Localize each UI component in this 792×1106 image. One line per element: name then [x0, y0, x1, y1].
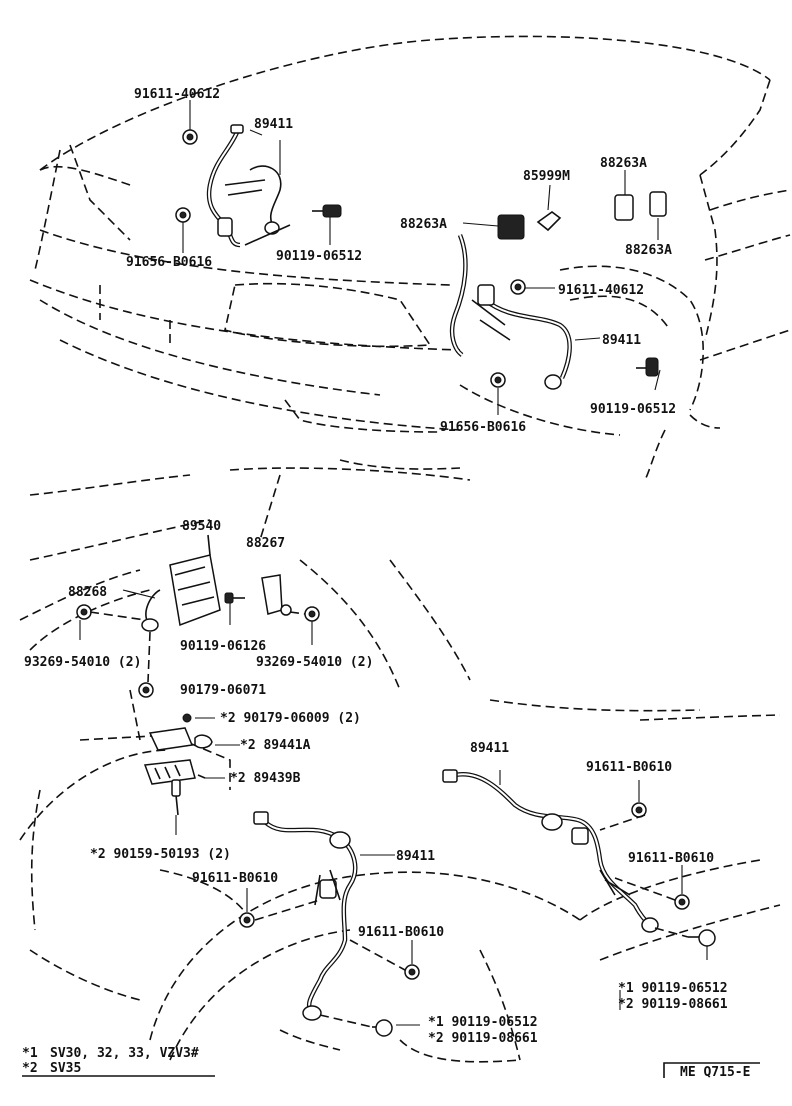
front-left-sensor-wire-assembly: [175, 124, 342, 248]
label-88267: 88267: [246, 536, 285, 551]
legend-text-2: SV35: [50, 1061, 81, 1076]
label-rear-91611-b0610-b: 91611-B0610: [628, 851, 714, 866]
rear-sensor-wire-assemblies: [239, 769, 716, 1037]
label-rear-89411-right: 89411: [470, 741, 509, 756]
ecu-area-leaders: [79, 589, 313, 835]
abs-computer-bracket-assembly: [76, 534, 320, 816]
rear-area-leaders: [246, 770, 708, 1028]
label-90159-50193: *2 90159-50193 (2): [90, 847, 231, 862]
label-89441a: *2 89441A: [240, 738, 311, 753]
legend-text-1: SV30, 32, 33, VZV3#: [50, 1046, 199, 1061]
label-top-91656-b0616: 91656-B0616: [126, 255, 212, 270]
legend-mark-2: *2: [22, 1061, 38, 1076]
label-right-91611-40612: 91611-40612: [558, 283, 644, 298]
vehicle-body-outline: [19, 35, 791, 1063]
label-90119-06126: 90119-06126: [180, 639, 266, 654]
label-top-90119-06512: 90119-06512: [276, 249, 362, 264]
label-93269-54010-right: 93269-54010 (2): [256, 655, 373, 670]
top-right-leaders: [462, 170, 661, 415]
label-rear-mid-bolt-s2: *2 90119-08661: [428, 1031, 538, 1046]
label-88263a-right: 88263A: [625, 243, 672, 258]
diagram-id: ME Q715-E: [680, 1065, 750, 1080]
label-top-91611-40612: 91611-40612: [134, 87, 220, 102]
label-rear-89411-left: 89411: [396, 849, 435, 864]
label-88263a-left: 88263A: [400, 217, 447, 232]
label-88263a-top: 88263A: [600, 156, 647, 171]
label-rear-91611-b0610-a: 91611-B0610: [586, 760, 672, 775]
label-rear-mid-bolt-s1: *1 90119-06512: [428, 1015, 538, 1030]
front-right-sensor-wire-assembly: [449, 191, 667, 390]
label-right-90119-06512: 90119-06512: [590, 402, 676, 417]
label-rear-91611-b0610-d: 91611-B0610: [358, 925, 444, 940]
label-right-89411: 89411: [602, 333, 641, 348]
label-top-89411: 89411: [254, 117, 293, 132]
label-right-91656-b0616: 91656-B0616: [440, 420, 526, 435]
part-number-labels: 91611-40612 89411 91656-B0616 90119-0651…: [22, 87, 750, 1080]
label-90179-06071: 90179-06071: [180, 683, 266, 698]
label-rear-91611-b0610-c: 91611-B0610: [192, 871, 278, 886]
label-90179-06009: *2 90179-06009 (2): [220, 711, 361, 726]
label-85999m: 85999M: [523, 169, 570, 184]
top-left-leaders: [182, 100, 331, 253]
diagram-id-bracket: [663, 1062, 760, 1078]
label-rear-right-bolt-s2: *2 90119-08661: [618, 997, 728, 1012]
label-93269-54010-left: 93269-54010 (2): [24, 655, 141, 670]
label-88268: 88268: [68, 585, 107, 600]
legend-mark-1: *1: [22, 1046, 38, 1061]
label-89540: 89540: [182, 519, 221, 534]
label-89439b: *2 89439B: [230, 771, 301, 786]
label-rear-right-bolt-s1: *1 90119-06512: [618, 981, 728, 996]
